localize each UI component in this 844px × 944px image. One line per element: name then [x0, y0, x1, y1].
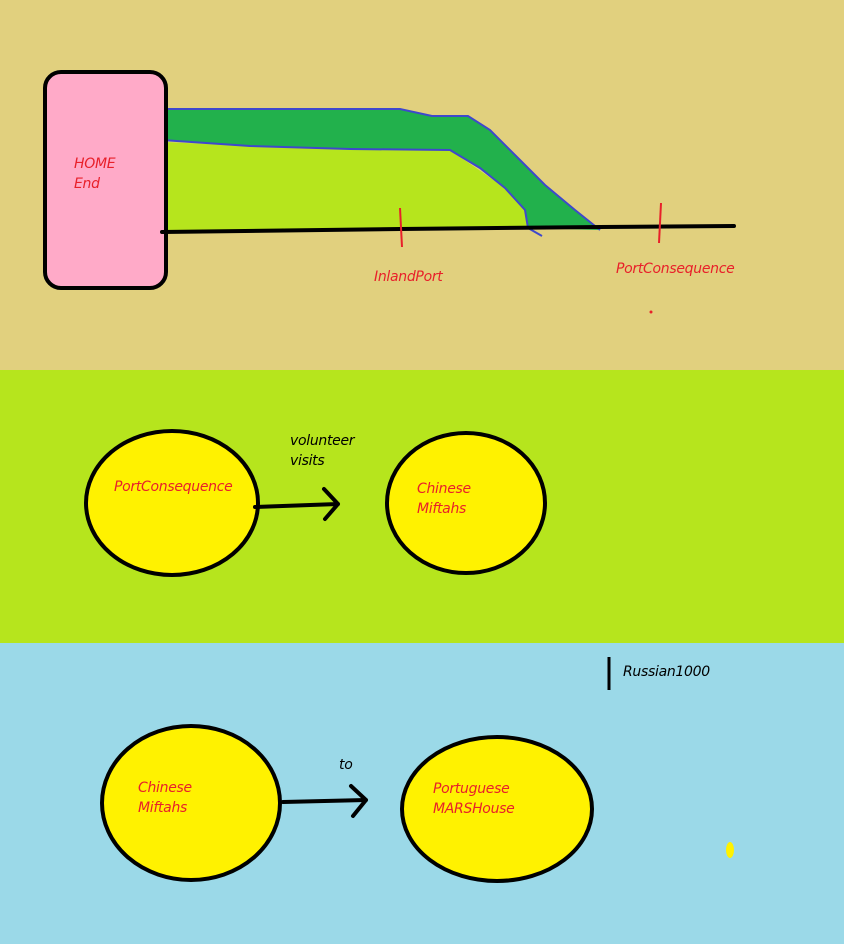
- node-port-consequence: [84, 429, 260, 577]
- edge-label-to: to: [339, 757, 352, 773]
- port-consequence-marker: [658, 202, 662, 244]
- yellow-dot: [726, 842, 734, 858]
- node-portuguese-label: Portuguese: [433, 781, 509, 797]
- node-chinese-label-mid: Chinese: [417, 481, 471, 497]
- node-portuguese-marshouse: [400, 735, 594, 883]
- home-box: [43, 70, 168, 290]
- node-chinese-miftahs-bottom: [100, 724, 282, 882]
- edge-label-volunteer: volunteer: [290, 433, 356, 449]
- node-chinese-label-bottom: Chinese: [138, 780, 192, 796]
- russian1000-label: Russian1000: [623, 664, 710, 680]
- road-outline-upper: [162, 108, 601, 231]
- node-miftahs-label-mid: Miftahs: [417, 501, 466, 517]
- node-port-consequence-label: PortConsequence: [114, 479, 232, 495]
- node-chinese-miftahs-mid: [385, 431, 547, 575]
- port-consequence-label: PortConsequence: [616, 261, 734, 277]
- volunteer-visits-arrow: [253, 487, 340, 521]
- lowland-region: [164, 142, 530, 232]
- end-label: End: [74, 176, 100, 192]
- red-dot: [649, 310, 653, 314]
- road-outline-lower: [161, 139, 543, 237]
- node-miftahs-label-bottom: Miftahs: [138, 800, 187, 816]
- home-label: HOME: [74, 156, 116, 172]
- edge-label-visits: visits: [290, 453, 324, 469]
- inland-port-marker: [399, 207, 403, 248]
- baseline-road: [160, 224, 736, 234]
- to-arrow: [281, 784, 368, 818]
- node-marshouse-label: MARSHouse: [433, 801, 514, 817]
- inland-port-label: InlandPort: [374, 269, 443, 285]
- road-band: [162, 109, 600, 230]
